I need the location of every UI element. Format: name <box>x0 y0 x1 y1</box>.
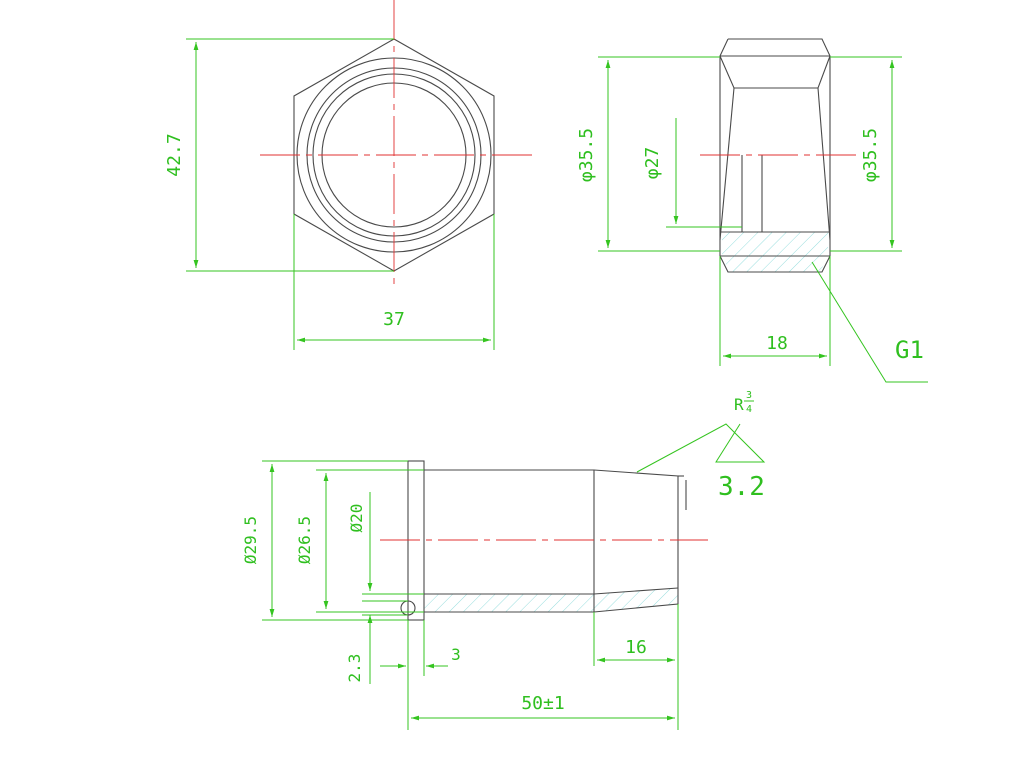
tail-section-hatch <box>424 588 678 612</box>
dia-body-label: Ø26.5 <box>295 516 314 564</box>
roughness-label: 3.2 <box>718 472 765 502</box>
dia-flange-label: Ø29.5 <box>241 516 260 564</box>
flange-width-label: 3 <box>451 645 461 664</box>
hex-end-view: 42.7 37 <box>164 0 535 350</box>
groove-label: 2.3 <box>345 654 364 683</box>
thread-spec-den: 4 <box>746 404 752 415</box>
tail-flange <box>407 460 425 621</box>
hex-height-label: 42.7 <box>164 133 185 176</box>
thread-spec-num: 3 <box>746 390 752 401</box>
dia-bore-label: Ø20 <box>347 504 366 533</box>
hex-width-label: 37 <box>383 309 405 330</box>
thread-label: G1 <box>895 336 924 364</box>
section-hatch <box>722 232 828 272</box>
tail-bore-taper <box>593 587 679 595</box>
nut-outline <box>719 38 831 273</box>
total-length-label: 50±1 <box>521 693 564 714</box>
nut-section-view: φ35.5 φ27 φ35.5 18 G1 <box>576 38 928 383</box>
nut-outer-right-label: φ35.5 <box>860 128 881 182</box>
nut-taper-left <box>719 87 735 241</box>
roughness-symbol <box>636 423 766 473</box>
nut-outer-left-label: φ35.5 <box>576 128 597 182</box>
thread-spec-base: R <box>734 395 744 414</box>
nut-bore-label: φ27 <box>642 147 663 180</box>
nut-hex-curve <box>719 55 831 89</box>
tail-piece-view: R 3 4 3.2 Ø29.5 Ø26.5 Ø20 2.3 3 16 <box>241 390 766 730</box>
thread-length-label: 16 <box>625 637 647 658</box>
nut-taper-right <box>817 87 831 241</box>
nut-length-label: 18 <box>766 333 788 354</box>
thread-leader <box>811 261 928 383</box>
